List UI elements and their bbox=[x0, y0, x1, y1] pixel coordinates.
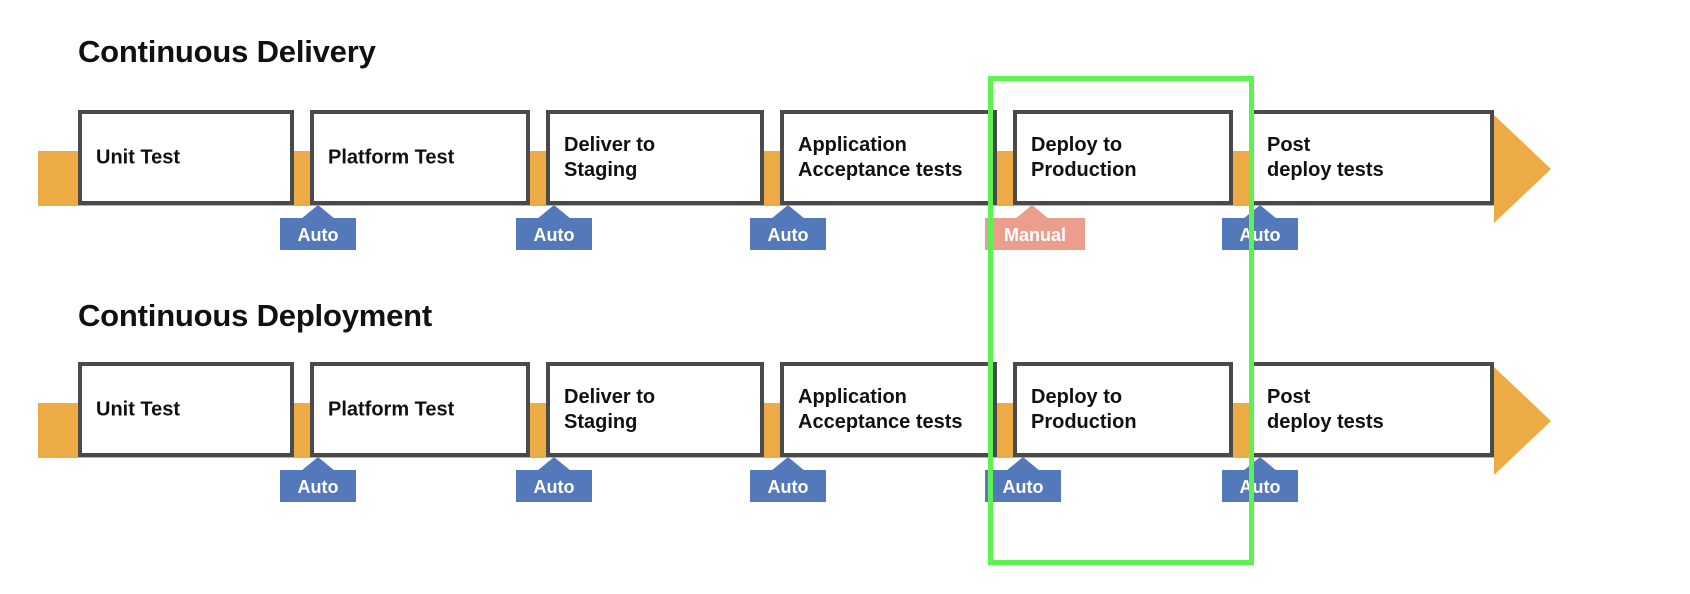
stage-label: Deliver to Staging bbox=[564, 133, 656, 181]
gate-badge-after-platform-test[interactable]: Auto bbox=[516, 457, 592, 502]
stage-box-deliver-to-staging[interactable]: Deliver to Staging bbox=[546, 362, 764, 457]
stage-label: Deploy to Production bbox=[1031, 133, 1137, 181]
gate-badge-after-acceptance-tests[interactable]: Auto bbox=[985, 457, 1061, 502]
gate-body bbox=[750, 218, 826, 250]
pipeline-continuous-deployment: Unit Test Platform Test Deliver to Stagi… bbox=[0, 350, 1690, 510]
stage-label: Post deploy tests bbox=[1267, 385, 1384, 433]
stage-box-post-deploy-tests[interactable]: Post deploy tests bbox=[1249, 110, 1494, 205]
gate-label: Auto bbox=[297, 477, 339, 497]
section-title-continuous-deployment: Continuous Deployment bbox=[78, 298, 433, 333]
gate-peak-icon bbox=[771, 457, 805, 471]
stage-label: Unit Test bbox=[96, 146, 181, 168]
gate-peak-icon bbox=[301, 205, 335, 219]
gate-label: Auto bbox=[1002, 477, 1044, 497]
gate-badge-after-deliver-to-staging[interactable]: Auto bbox=[750, 205, 826, 250]
gate-body bbox=[1222, 470, 1298, 502]
gate-badge-after-acceptance-tests[interactable]: Manual bbox=[985, 205, 1085, 250]
gate-label: Auto bbox=[533, 225, 575, 245]
gate-body bbox=[985, 470, 1061, 502]
stage-box-post-deploy-tests[interactable]: Post deploy tests bbox=[1249, 362, 1494, 457]
pipeline-continuous-delivery: Unit Test Platform Test Deliver to Stagi… bbox=[0, 98, 1690, 258]
stage-label: Deliver to Staging bbox=[564, 385, 656, 433]
gate-peak-icon bbox=[537, 205, 571, 219]
gate-badge-after-platform-test[interactable]: Auto bbox=[516, 205, 592, 250]
gate-label: Auto bbox=[1239, 477, 1281, 497]
gate-peak-icon bbox=[1243, 457, 1277, 471]
gate-body bbox=[516, 470, 592, 502]
gate-badge-after-deploy-to-production[interactable]: Auto bbox=[1222, 457, 1298, 502]
gate-peak-icon bbox=[301, 457, 335, 471]
pipeline-arrow-head-icon bbox=[1494, 115, 1551, 223]
gate-body bbox=[750, 470, 826, 502]
gate-label: Auto bbox=[297, 225, 339, 245]
stage-label: Application Acceptance tests bbox=[798, 385, 963, 433]
gate-body bbox=[1222, 218, 1298, 250]
gate-label: Auto bbox=[767, 225, 809, 245]
section-title-continuous-delivery: Continuous Delivery bbox=[78, 34, 376, 69]
stage-box-platform-test[interactable]: Platform Test bbox=[310, 362, 530, 457]
gate-label: Manual bbox=[1003, 225, 1066, 245]
pipeline-arrow-head-icon bbox=[1494, 367, 1551, 475]
stage-box-platform-test[interactable]: Platform Test bbox=[310, 110, 530, 205]
gate-label: Auto bbox=[533, 477, 575, 497]
gate-badge-after-unit-test[interactable]: Auto bbox=[280, 457, 356, 502]
gate-badge-after-deliver-to-staging[interactable]: Auto bbox=[750, 457, 826, 502]
gate-body bbox=[516, 218, 592, 250]
stage-box-application-acceptance-tests[interactable]: Application Acceptance tests bbox=[780, 362, 997, 457]
stage-label: Platform Test bbox=[328, 146, 455, 168]
gate-peak-icon bbox=[1015, 205, 1049, 219]
gate-body bbox=[280, 470, 356, 502]
gate-body bbox=[985, 218, 1085, 250]
stage-label: Application Acceptance tests bbox=[798, 133, 963, 181]
gate-badge-after-deploy-to-production[interactable]: Auto bbox=[1222, 205, 1298, 250]
gate-peak-icon bbox=[1243, 205, 1277, 219]
stage-label: Post deploy tests bbox=[1267, 133, 1384, 181]
stage-label: Deploy to Production bbox=[1031, 385, 1137, 433]
stage-box-application-acceptance-tests[interactable]: Application Acceptance tests bbox=[780, 110, 997, 205]
stage-box-deploy-to-production[interactable]: Deploy to Production bbox=[1013, 362, 1233, 457]
gate-label: Auto bbox=[1239, 225, 1281, 245]
gate-label: Auto bbox=[767, 477, 809, 497]
gate-peak-icon bbox=[771, 205, 805, 219]
stage-box-unit-test[interactable]: Unit Test bbox=[78, 110, 294, 205]
stage-label: Platform Test bbox=[328, 398, 455, 420]
stage-box-unit-test[interactable]: Unit Test bbox=[78, 362, 294, 457]
gate-badge-after-unit-test[interactable]: Auto bbox=[280, 205, 356, 250]
gate-body bbox=[280, 218, 356, 250]
stage-box-deploy-to-production[interactable]: Deploy to Production bbox=[1013, 110, 1233, 205]
gate-peak-icon bbox=[1006, 457, 1040, 471]
stage-box-deliver-to-staging[interactable]: Deliver to Staging bbox=[546, 110, 764, 205]
stage-label: Unit Test bbox=[96, 398, 181, 420]
gate-peak-icon bbox=[537, 457, 571, 471]
